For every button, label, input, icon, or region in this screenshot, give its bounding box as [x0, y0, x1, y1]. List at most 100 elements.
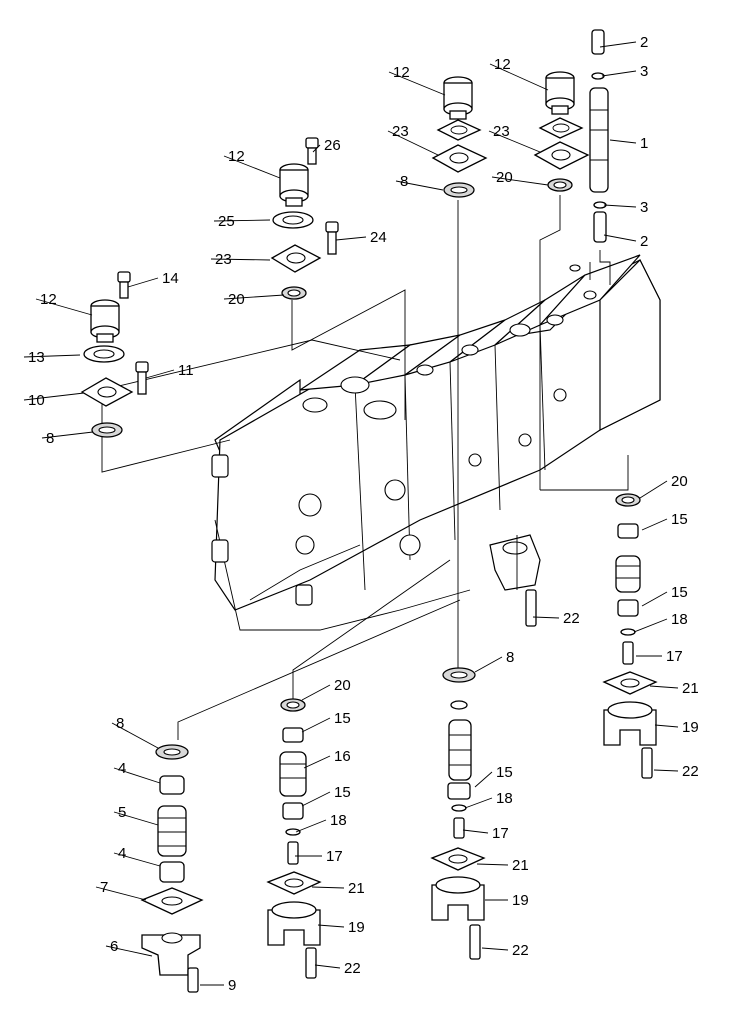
- callout-leader: [633, 618, 668, 633]
- callout-number: 22: [682, 763, 699, 780]
- callout-leader: [395, 180, 444, 191]
- callout-leader: [532, 616, 560, 619]
- callout-leader: [111, 722, 159, 749]
- callout-number: 22: [344, 960, 361, 977]
- callout-number: 9: [228, 977, 236, 994]
- callout-number: 17: [666, 648, 683, 665]
- callout-number: 19: [682, 719, 699, 736]
- callout-leaders: [23, 41, 679, 986]
- control-valve-body: [211, 254, 661, 631]
- callout-number: 5: [118, 804, 126, 821]
- callout-number: 14: [162, 270, 179, 287]
- callout-leader: [387, 130, 439, 156]
- callout-number: 23: [215, 251, 232, 268]
- lower-left-stack: [140, 744, 204, 993]
- callout-number: 20: [334, 677, 351, 694]
- lower-center-stack: [430, 589, 537, 960]
- callout-number: 15: [671, 511, 688, 528]
- callout-number: 22: [563, 610, 580, 627]
- callout-number: 7: [100, 879, 108, 896]
- callout-leader: [464, 797, 493, 809]
- callout-number: 17: [326, 848, 343, 865]
- callout-leader: [649, 685, 679, 689]
- callout-number: 1: [640, 135, 648, 152]
- callout-number: 3: [640, 199, 648, 216]
- callout-leader: [488, 130, 541, 153]
- callout-leader: [301, 717, 331, 733]
- callout-number: 2: [640, 34, 648, 51]
- callout-leader: [213, 219, 271, 222]
- callout-leader: [476, 863, 509, 866]
- callout-leader: [491, 176, 549, 186]
- callout-number: 15: [334, 784, 351, 801]
- callout-leader: [317, 924, 345, 928]
- callout-number: 23: [392, 123, 409, 140]
- callout-leader: [223, 155, 281, 179]
- callout-number: 16: [334, 748, 351, 765]
- callout-number: 13: [28, 349, 45, 366]
- callout-leader: [474, 656, 503, 673]
- callout-number: 15: [671, 584, 688, 601]
- callout-leader: [489, 63, 549, 91]
- callout-leader: [639, 480, 668, 499]
- callout-leader: [641, 518, 668, 531]
- callout-number: 12: [494, 56, 511, 73]
- bolts-upper: [117, 137, 339, 395]
- callout-number: 12: [40, 291, 57, 308]
- callout-number: 6: [110, 938, 118, 955]
- callout-leader: [654, 724, 679, 728]
- callout-number: 15: [334, 710, 351, 727]
- callout-leader: [301, 791, 331, 807]
- callout-leader: [127, 277, 159, 288]
- callout-leader: [653, 769, 679, 772]
- callout-leader: [388, 71, 446, 96]
- callout-leader: [609, 139, 637, 144]
- callout-leader: [295, 819, 327, 833]
- callout-number: 12: [228, 148, 245, 165]
- callout-leader: [113, 767, 161, 784]
- callout-number: 17: [492, 825, 509, 842]
- callout-number: 11: [178, 362, 194, 379]
- lower-left-center-stack: [266, 698, 322, 979]
- callout-number: 3: [640, 63, 648, 80]
- callout-number: 20: [228, 291, 245, 308]
- callout-leader: [601, 70, 637, 77]
- callout-leader: [603, 234, 637, 242]
- spool-assembly-top-right: [589, 29, 609, 243]
- callout-number: 18: [330, 812, 347, 829]
- callout-number: 4: [118, 845, 126, 862]
- callout-number: 24: [370, 229, 387, 246]
- callout-leader: [223, 294, 285, 300]
- callout-leader: [311, 886, 345, 889]
- seal-rings: [91, 178, 573, 438]
- flanges-and-gaskets: [80, 117, 590, 407]
- lower-right-stack: [602, 493, 658, 779]
- callout-leader: [23, 354, 81, 358]
- callout-number: 8: [116, 715, 124, 732]
- callout-number: 8: [506, 649, 514, 666]
- callout-leader: [335, 236, 367, 241]
- callout-number: 21: [348, 880, 365, 897]
- callout-number: 21: [682, 680, 699, 697]
- callout-number: 12: [393, 64, 410, 81]
- callout-leader: [23, 392, 85, 401]
- callout-number: 19: [348, 919, 365, 936]
- callout-leader: [95, 886, 147, 901]
- callout-number: 2: [640, 233, 648, 250]
- callout-leader: [105, 945, 153, 957]
- pilot-cap-assemblies: [90, 71, 575, 343]
- callout-number: 25: [218, 213, 235, 230]
- callout-number: 10: [28, 392, 45, 409]
- callout-leader: [462, 829, 489, 834]
- callout-number: 4: [118, 760, 126, 777]
- callout-number: 19: [512, 892, 529, 909]
- callout-leader: [474, 771, 493, 788]
- callout-leader: [113, 852, 161, 867]
- callout-leader: [210, 258, 271, 261]
- assembly-lines: [101, 195, 629, 740]
- callout-leader: [603, 204, 637, 208]
- callout-leader: [41, 431, 94, 439]
